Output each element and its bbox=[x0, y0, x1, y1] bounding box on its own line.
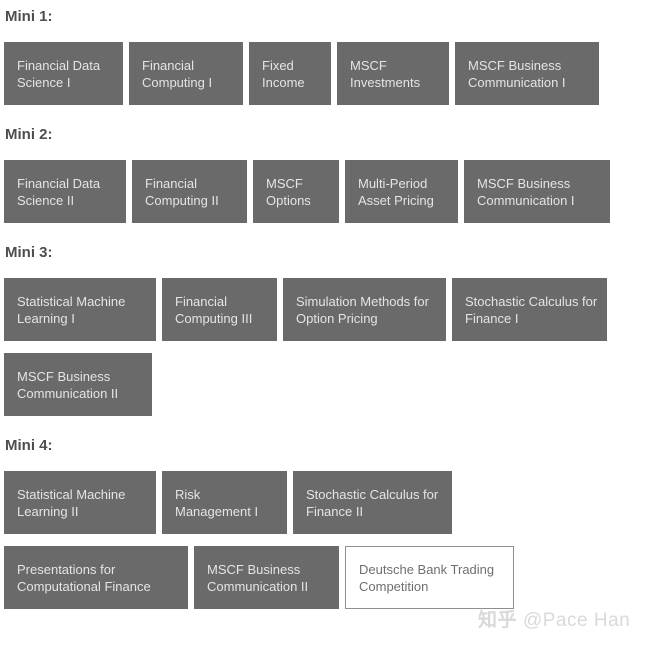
course-label: MSCF Business Communication II bbox=[207, 561, 309, 594]
course-box-stochastic-calculus-for-finance-ii: Stochastic Calculus for Finance II bbox=[293, 471, 452, 534]
course-label: MSCF Investments bbox=[350, 57, 421, 90]
course-label: Financial Data Science I bbox=[17, 57, 101, 90]
course-box-stochastic-calculus-for-finance-i: Stochastic Calculus for Finance I bbox=[452, 278, 607, 341]
course-label: Statistical Machine Learning II bbox=[17, 486, 126, 519]
zhihu-logo-text: 知乎 bbox=[478, 610, 518, 631]
course-box-mscf-business-communication-ii: MSCF Business Communication II bbox=[194, 546, 339, 609]
course-label: Financial Computing I bbox=[142, 57, 213, 90]
course-label: Multi-Period Asset Pricing bbox=[358, 175, 434, 208]
course-row: MSCF Business Communication II bbox=[4, 353, 646, 416]
course-box-deutsche-bank-trading-competition: Deutsche Bank Trading Competition bbox=[345, 546, 514, 609]
course-box-financial-computing-ii: Financial Computing II bbox=[132, 160, 247, 223]
course-label: Financial Computing III bbox=[175, 293, 253, 326]
section-mini-3: Mini 3: Statistical Machine Learning I Fin… bbox=[0, 244, 646, 416]
course-box-mscf-business-communication-i: MSCF Business Communication I bbox=[464, 160, 610, 223]
course-box-mscf-investments: MSCF Investments bbox=[337, 42, 449, 105]
course-row: Presentations for Computational Finance M… bbox=[4, 546, 646, 609]
course-box-statistical-machine-learning-i: Statistical Machine Learning I bbox=[4, 278, 156, 341]
course-label: Stochastic Calculus for Finance I bbox=[465, 293, 598, 326]
course-label: MSCF Business Communication II bbox=[17, 368, 119, 401]
course-label: Stochastic Calculus for Finance II bbox=[306, 486, 439, 519]
watermark-author: @Pace Han bbox=[523, 610, 631, 631]
course-label: Statistical Machine Learning I bbox=[17, 293, 126, 326]
course-row: Financial Data Science II Financial Compu… bbox=[4, 160, 646, 223]
section-label-mini-1: Mini 1: bbox=[5, 8, 53, 25]
section-label-mini-2: Mini 2: bbox=[5, 126, 53, 143]
course-box-statistical-machine-learning-ii: Statistical Machine Learning II bbox=[4, 471, 156, 534]
course-box-mscf-options: MSCF Options bbox=[253, 160, 339, 223]
course-label: Presentations for Computational Finance bbox=[17, 561, 151, 594]
course-box-financial-computing-i: Financial Computing I bbox=[129, 42, 243, 105]
course-label: MSCF Business Communication I bbox=[468, 57, 566, 90]
course-label: Fixed Income bbox=[262, 57, 305, 90]
course-label: Risk Management I bbox=[175, 486, 259, 519]
course-box-mscf-business-communication-i: MSCF Business Communication I bbox=[455, 42, 599, 105]
watermark: 知乎@Pace Han bbox=[478, 605, 630, 632]
course-box-presentations-for-computational-finance: Presentations for Computational Finance bbox=[4, 546, 188, 609]
section-label-mini-3: Mini 3: bbox=[5, 244, 53, 261]
course-label: MSCF Options bbox=[266, 175, 311, 208]
course-label: Financial Computing II bbox=[145, 175, 219, 208]
course-box-risk-management-i: Risk Management I bbox=[162, 471, 287, 534]
course-box-financial-data-science-ii: Financial Data Science II bbox=[4, 160, 126, 223]
course-box-financial-data-science-i: Financial Data Science I bbox=[4, 42, 123, 105]
course-box-financial-computing-iii: Financial Computing III bbox=[162, 278, 277, 341]
course-row: Statistical Machine Learning II Risk Mana… bbox=[4, 471, 646, 534]
section-mini-4: Mini 4: Statistical Machine Learning II Ri… bbox=[0, 437, 646, 609]
course-box-fixed-income: Fixed Income bbox=[249, 42, 331, 105]
course-box-simulation-methods-for-option-pricing: Simulation Methods for Option Pricing bbox=[283, 278, 446, 341]
course-row: Financial Data Science I Financial Comput… bbox=[4, 42, 646, 105]
course-label: Deutsche Bank Trading Competition bbox=[359, 561, 495, 594]
section-label-mini-4: Mini 4: bbox=[5, 437, 53, 454]
course-label: Simulation Methods for Option Pricing bbox=[296, 293, 429, 326]
course-label: Financial Data Science II bbox=[17, 175, 101, 208]
course-row: Statistical Machine Learning I Financial … bbox=[4, 278, 646, 341]
course-box-multi-period-asset-pricing: Multi-Period Asset Pricing bbox=[345, 160, 458, 223]
course-box-mscf-business-communication-ii: MSCF Business Communication II bbox=[4, 353, 152, 416]
course-label: MSCF Business Communication I bbox=[477, 175, 575, 208]
